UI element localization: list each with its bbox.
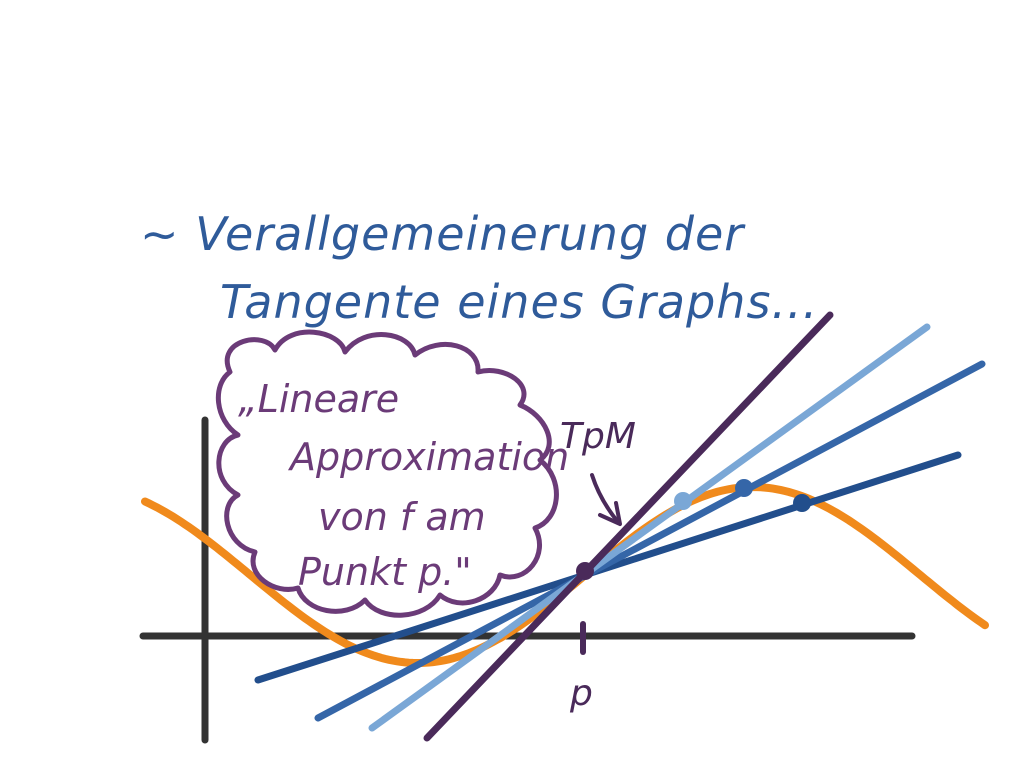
secant-point-light — [674, 492, 692, 510]
thought-cloud — [215, 329, 559, 618]
secant-line-dark — [254, 451, 962, 684]
label-arrowhead — [598, 501, 622, 526]
secant-line-light — [368, 323, 931, 732]
cloud-line-4: Punkt p." — [298, 550, 472, 594]
secant-line-mid — [314, 360, 986, 722]
point-label-p: p — [569, 673, 593, 714]
secant-point-mid — [735, 479, 753, 497]
secant-point-dark — [793, 494, 811, 512]
tangent-line — [423, 311, 834, 742]
heading-line-1: ~ Verallgemeinerung der — [140, 207, 746, 261]
point-p — [576, 562, 594, 580]
cloud-line-2: Approximation — [287, 435, 569, 479]
cloud-line-1: „Lineare — [238, 377, 399, 421]
cloud-line-3: von f am — [318, 495, 486, 539]
tangent-space-label: TpM — [560, 416, 636, 457]
heading-line-2: Tangente eines Graphs... — [220, 275, 818, 329]
label-arrow — [590, 473, 620, 524]
